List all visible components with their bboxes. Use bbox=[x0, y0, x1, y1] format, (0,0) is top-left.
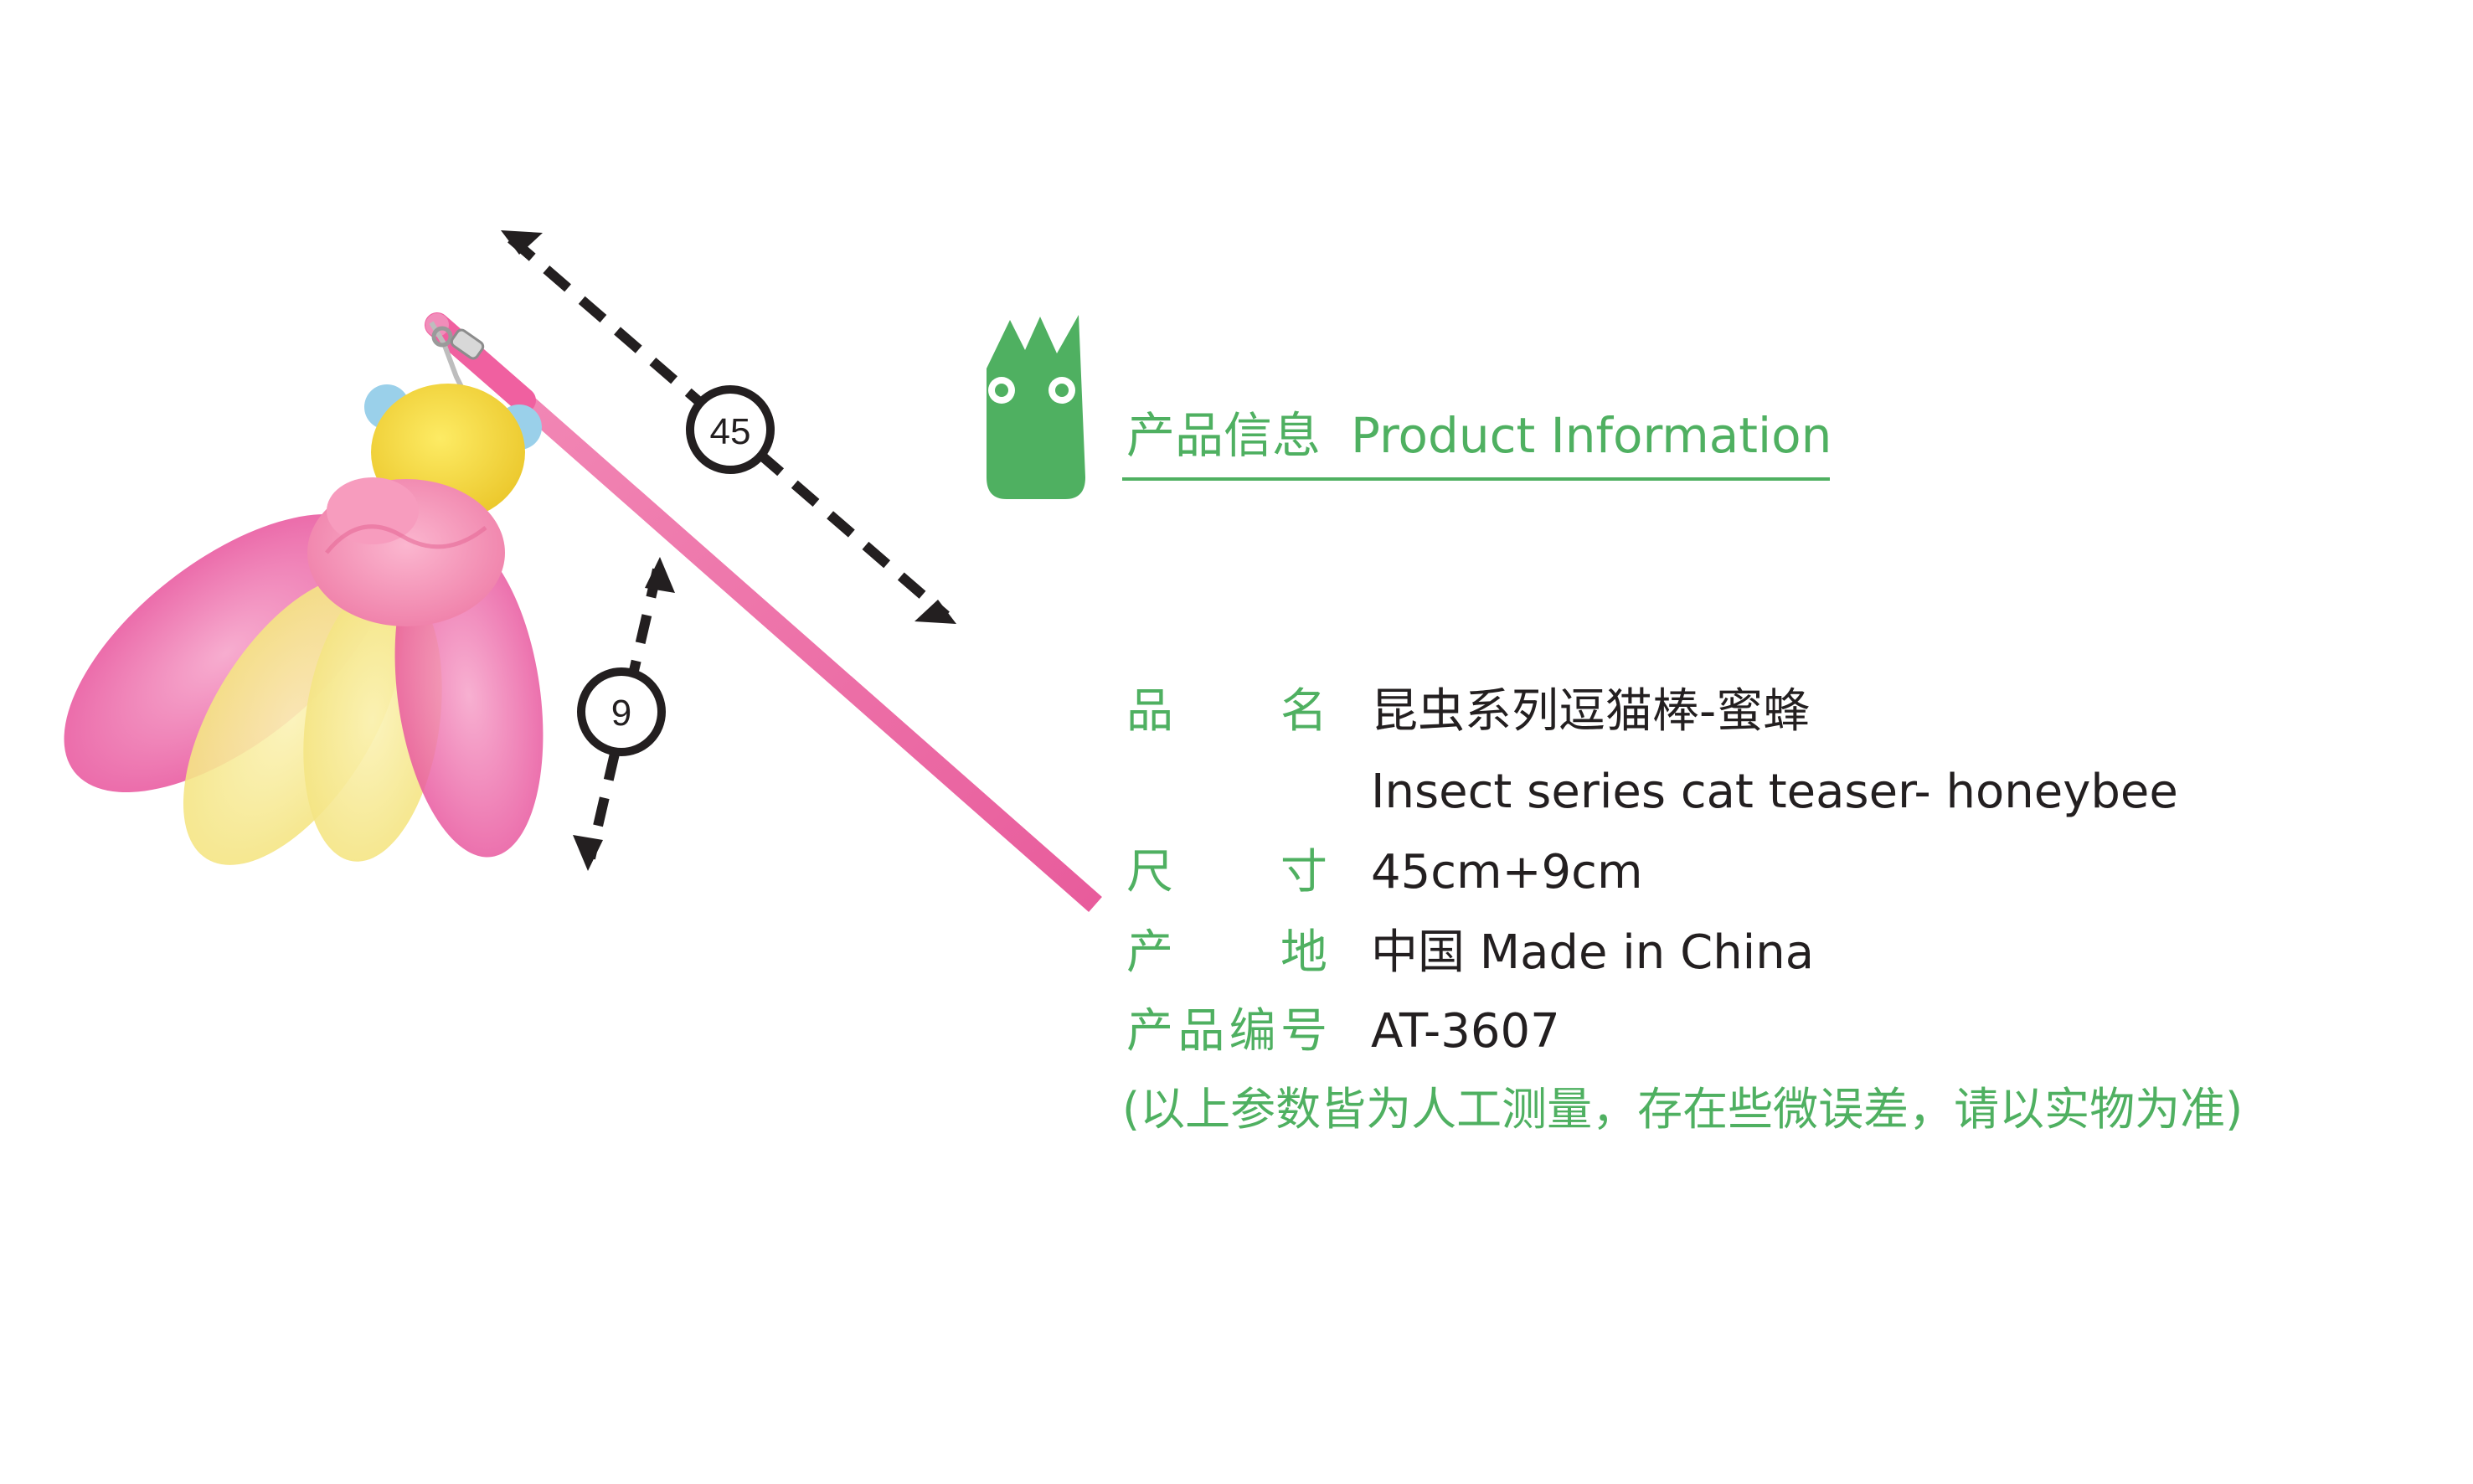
section-heading: 产品信息 Product Information bbox=[1126, 402, 1832, 469]
spec-label-code: 产品编号 bbox=[1126, 1004, 1327, 1059]
measurement-note: (以上参数皆为人工测量，存在些微误差，请以实物为准) bbox=[1122, 1083, 2244, 1136]
spec-value-origin: 中国 Made in China bbox=[1371, 925, 1815, 980]
heading-underline bbox=[1122, 477, 1830, 481]
height-dimension: 9 bbox=[573, 557, 675, 871]
spec-label-size: 尺 寸 bbox=[1126, 845, 1327, 899]
spec-value-code: AT-3607 bbox=[1371, 1004, 1560, 1059]
length-label: 45 bbox=[710, 411, 751, 452]
height-label: 9 bbox=[611, 693, 631, 734]
heading-zh: 产品信息 bbox=[1126, 407, 1322, 464]
green-cat-logo-icon bbox=[987, 315, 1085, 499]
bee-body bbox=[307, 477, 505, 626]
spec-value-name-zh: 昆虫系列逗猫棒-蜜蜂 bbox=[1371, 684, 1811, 739]
spec-value-size: 45cm+9cm bbox=[1371, 845, 1643, 899]
product-illustration: 45 9 bbox=[64, 230, 1102, 913]
spec-label-origin: 产 地 bbox=[1126, 925, 1327, 980]
spec-label-name: 品 名 bbox=[1126, 684, 1327, 739]
spec-value-name-en: Insect series cat teaser- honeybee bbox=[1371, 765, 2178, 819]
heading-en: Product Information bbox=[1351, 407, 1832, 464]
length-dimension: 45 bbox=[501, 230, 956, 624]
